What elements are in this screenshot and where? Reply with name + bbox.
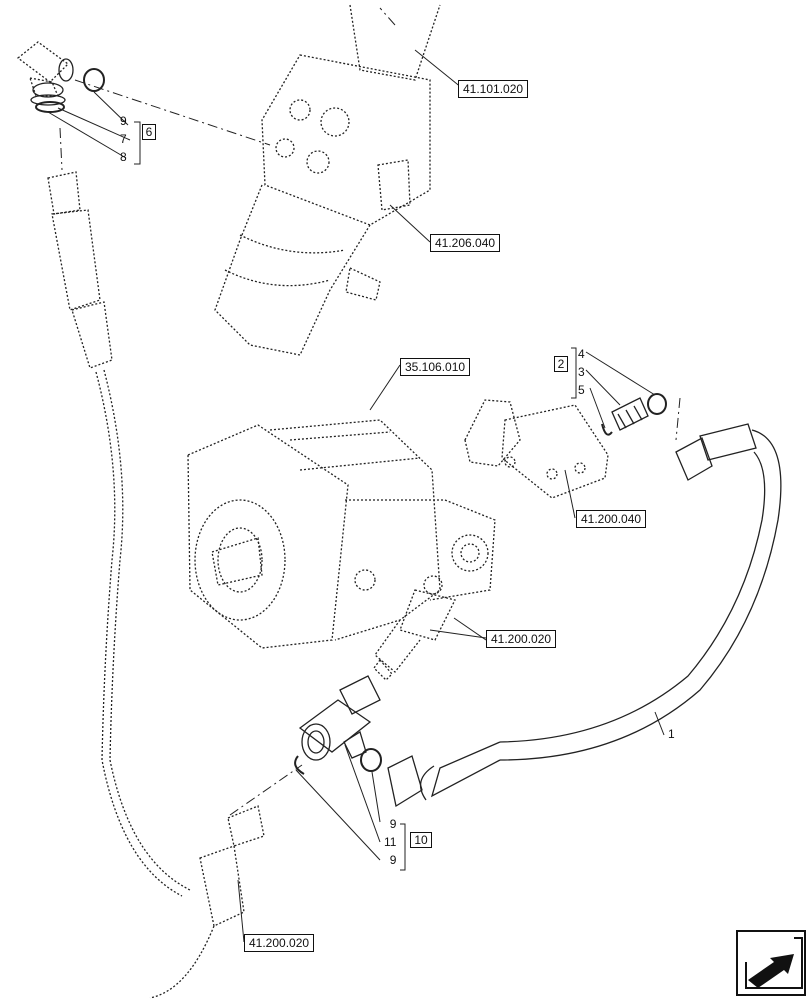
hose-bottom-left — [149, 805, 265, 999]
ref-box-41-200-020-bottom[interactable]: 41.200.020 — [244, 934, 315, 952]
kit-box-right-valve: 2 — [554, 356, 568, 372]
callout-bottom-tee: 9 11 9 — [384, 817, 397, 867]
kit-box-top-left: 6 — [142, 124, 156, 140]
elbow-fitting-top — [16, 41, 74, 106]
steering-unit — [214, 4, 441, 356]
ref-box-41-206-040[interactable]: 41.206.040 — [430, 234, 501, 252]
pump-outlet-fitting — [373, 589, 456, 681]
hose-top-left — [47, 171, 191, 897]
kit-box-bottom-tee: 10 — [410, 832, 432, 848]
callout-right-valve: 4 3 5 — [578, 347, 585, 397]
ref-box-41-200-020[interactable]: 41.200.020 — [486, 630, 557, 648]
ref-box-35-106-010[interactable]: 35.106.010 — [400, 358, 471, 376]
tee-fitting — [294, 675, 382, 775]
back-nav-button[interactable] — [736, 930, 806, 996]
callout-top-left: 9 7 8 — [120, 114, 127, 164]
arrow-back-icon — [745, 937, 803, 989]
ref-box-41-101-020[interactable]: 41.101.020 — [458, 80, 529, 98]
hydraulic-pump — [187, 419, 496, 649]
adapter-fitting — [601, 393, 667, 436]
hose-right — [387, 423, 782, 808]
valve-block — [464, 399, 609, 499]
callout-hose: 1 — [668, 727, 675, 741]
ref-box-41-200-040[interactable]: 41.200.040 — [576, 510, 647, 528]
